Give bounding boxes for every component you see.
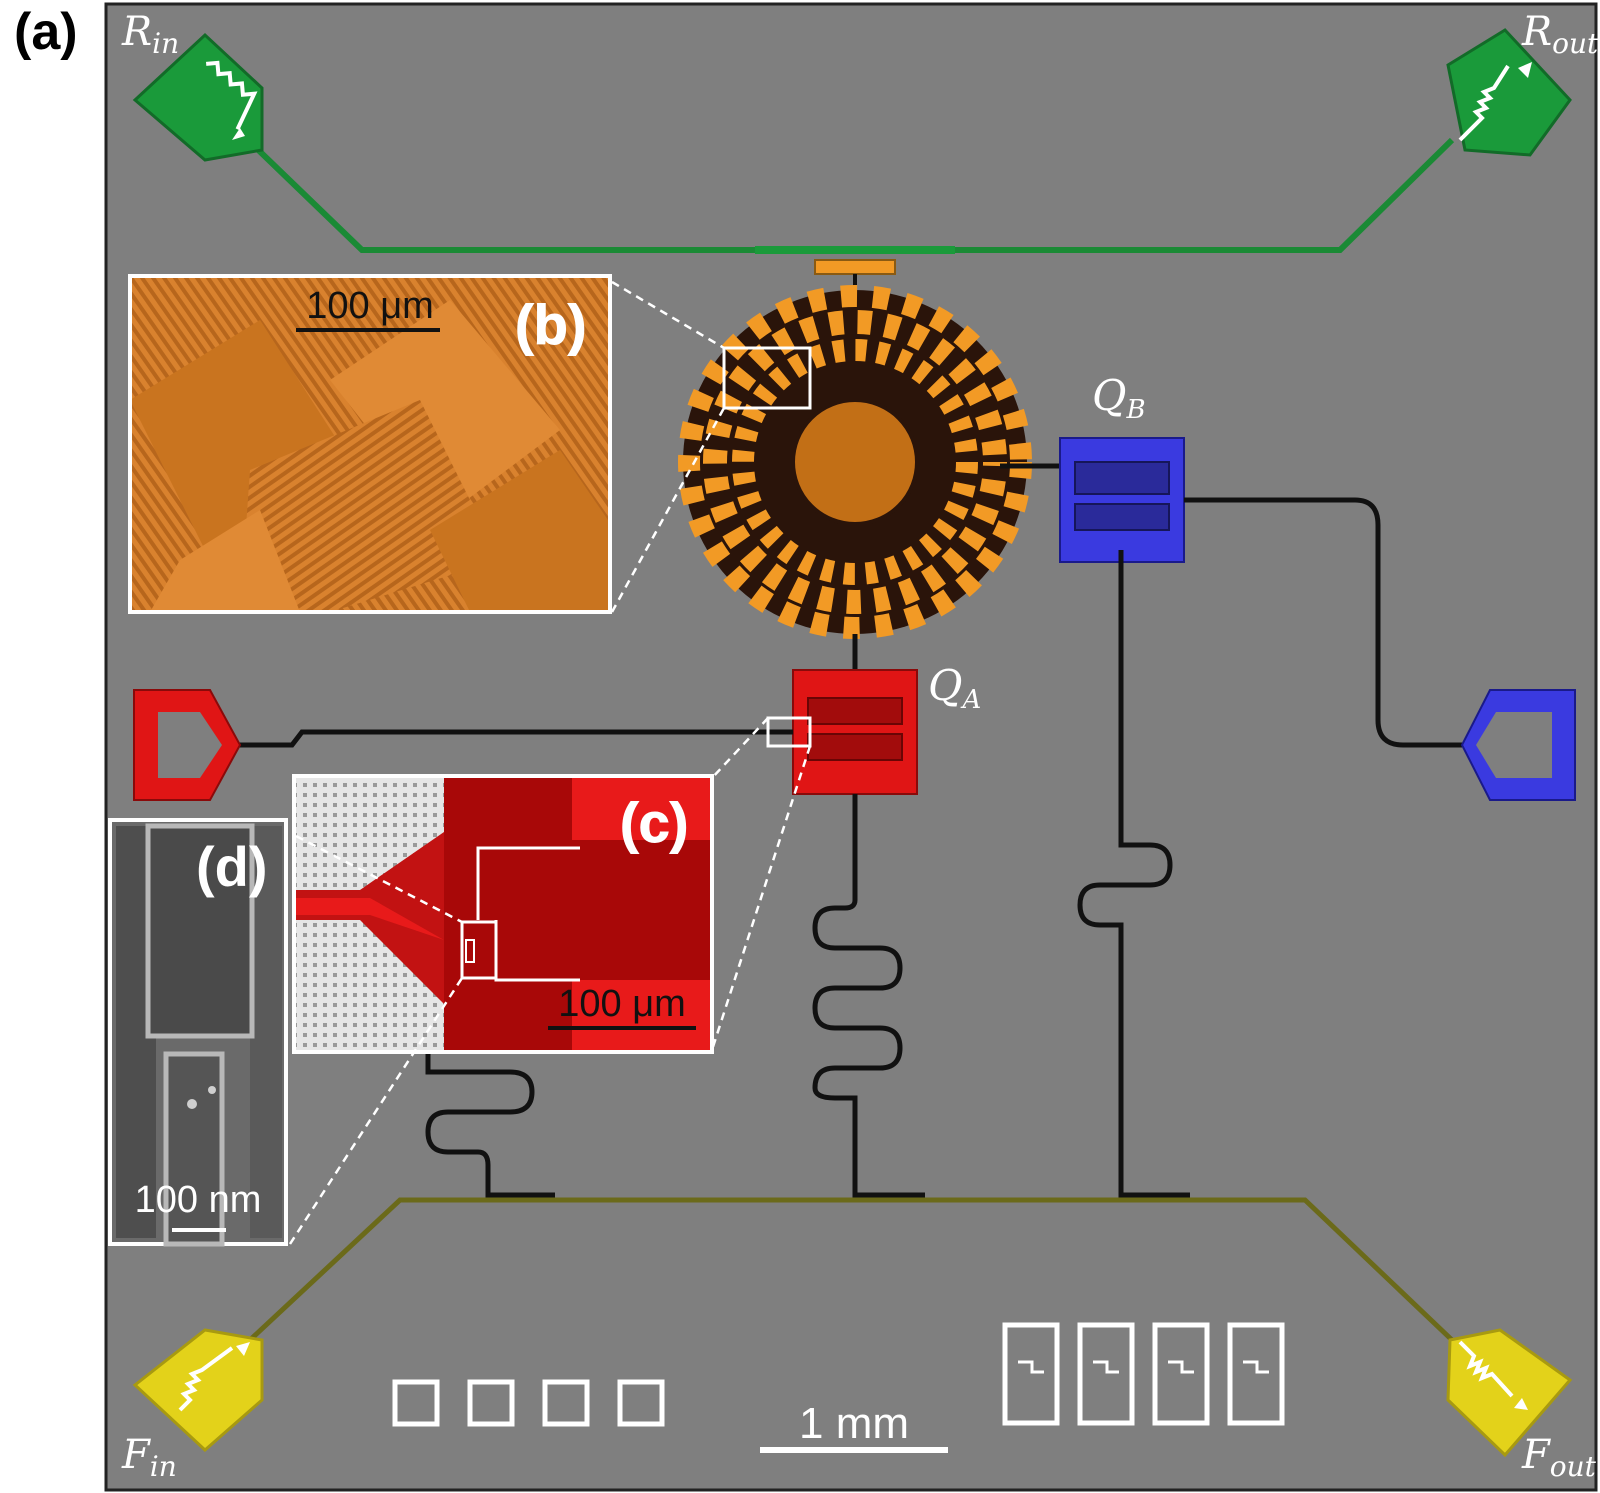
inset-d: 100 nm (d) (108, 818, 288, 1247)
readout-coupler (755, 246, 955, 254)
alignment-marks-small (392, 1379, 665, 1427)
f-in-label: Fin (121, 1432, 177, 1483)
r-out-label: Rout (1521, 9, 1599, 60)
f-in-pad (132, 1328, 264, 1453)
qa-drive-pad (133, 689, 242, 801)
inset-d-label: (d) (196, 835, 268, 898)
inset-c-scale-label: 100 μm (558, 983, 686, 1025)
left-flux-line (425, 1050, 555, 1198)
inset-d-scale-label: 100 nm (135, 1179, 262, 1221)
inset-b: 100 μm (b) (128, 274, 612, 614)
inset-c: 100 μm (c) (292, 774, 714, 1054)
panel-a-label: (a) (14, 3, 78, 61)
qb-flux-line (1077, 550, 1190, 1198)
ring-resonator (678, 285, 1032, 639)
r-in-pad (132, 32, 264, 162)
r-in-label: Rin (121, 9, 179, 60)
qubit-b (1059, 437, 1185, 563)
r-out-pad (1446, 28, 1572, 157)
qb-drive-pad (1460, 689, 1576, 801)
flux-line (248, 1197, 1454, 1342)
inset-b-label: (b) (515, 293, 587, 356)
qb-label: QB (1092, 371, 1146, 425)
qa-label: QA (928, 661, 981, 715)
test-junctions (1002, 1322, 1285, 1426)
qubit-a (792, 669, 918, 795)
qb-drive-line (1184, 497, 1462, 748)
zoom-box-b (722, 346, 812, 410)
zoom-box-d (460, 920, 498, 980)
inset-c-label: (c) (620, 791, 688, 854)
qa-flux-line (812, 794, 925, 1198)
f-out-pad (1446, 1328, 1573, 1458)
inset-b-scale-label: 100 μm (306, 285, 434, 327)
main-scale-label: 1 mm (799, 1399, 909, 1448)
qa-drive-line (238, 729, 793, 748)
f-out-label: Fout (1521, 1432, 1597, 1483)
resonator-coupler (814, 259, 896, 275)
zoom-box-c (766, 716, 812, 748)
